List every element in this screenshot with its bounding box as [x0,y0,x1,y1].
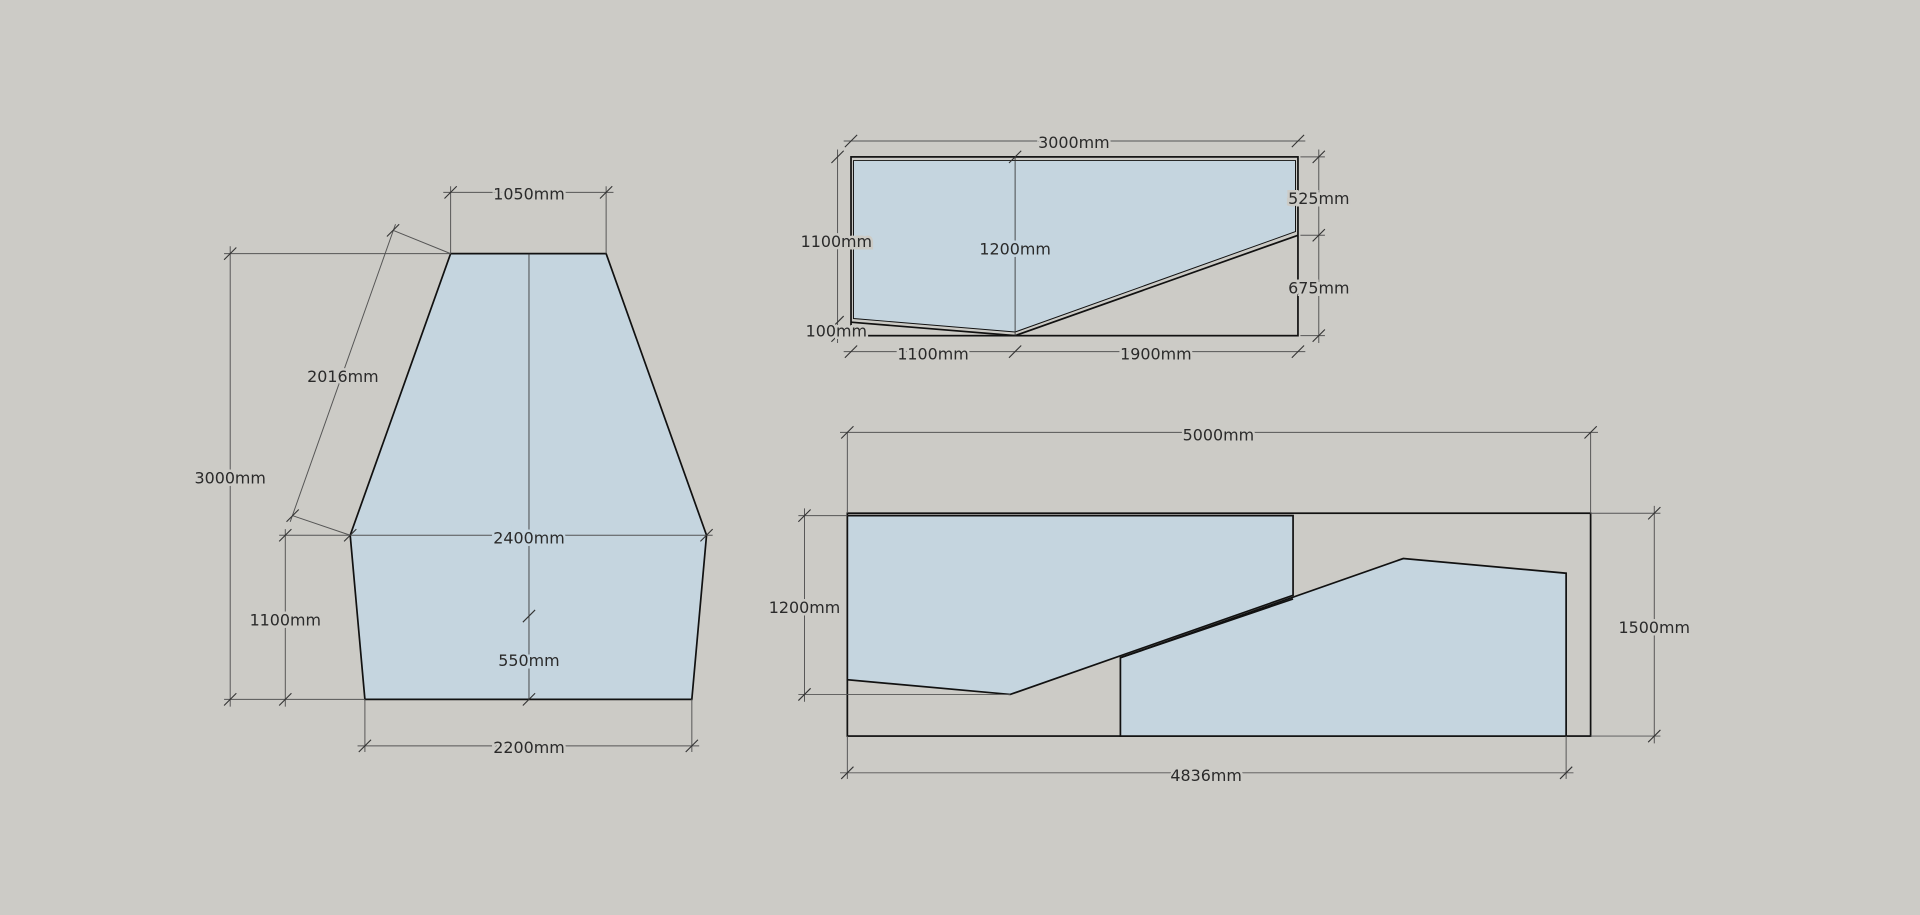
dim-side-left-height: 1100mm 100mm [798,149,875,344]
svg-text:3000mm: 3000mm [1038,133,1109,152]
dim-side-width: 3000mm [843,130,1306,154]
dim-top-width: 1050mm [443,182,614,254]
side-panel[interactable] [852,160,1297,333]
dim-side-center-height: 1200mm [977,150,1053,261]
dim-bottom-width: 2200mm [357,699,700,759]
dim-mid-drop: 550mm [496,609,562,707]
front-panel[interactable] [349,252,708,701]
svg-text:1200mm: 1200mm [769,598,840,617]
dim-plan-width: 5000mm [840,423,1598,514]
svg-text:3000mm: 3000mm [194,468,265,487]
plan-view[interactable]: 5000mm 1200mm 1500mm 4836mm [766,423,1692,787]
dim-plan-panel-width: 4836mm [840,736,1574,787]
svg-text:1100mm: 1100mm [801,232,872,251]
svg-text:5000mm: 5000mm [1183,426,1254,445]
plan-panel-left[interactable] [846,514,1294,696]
svg-text:1050mm: 1050mm [493,184,564,203]
svg-text:1900mm: 1900mm [1120,345,1191,364]
svg-text:2400mm: 2400mm [493,528,564,547]
dim-side-right: 525mm 675mm [1286,149,1352,344]
dim-side-spans: 1100mm 1900mm [843,342,1306,366]
plan-panel-right[interactable] [1119,557,1567,737]
svg-text:1100mm: 1100mm [250,610,321,629]
dim-plan-depth: 1500mm [1590,505,1692,744]
svg-text:1500mm: 1500mm [1619,618,1690,637]
dim-max-width: 2400mm [279,526,714,550]
dim-total-height: 3000mm [192,246,451,707]
dim-slant-length: 2016mm [285,223,451,536]
svg-text:525mm: 525mm [1288,189,1349,208]
svg-text:4836mm: 4836mm [1170,766,1241,785]
dim-lower-height: 1100mm [247,528,323,707]
svg-text:675mm: 675mm [1288,279,1349,298]
svg-text:550mm: 550mm [498,651,559,670]
front-view[interactable]: 1050mm 2016mm 3000mm 2400mm 1100mm 550mm… [192,182,714,759]
side-view[interactable]: 3000mm 1100mm 100mm 1200mm 525mm 675mm 1… [798,130,1352,366]
svg-text:1200mm: 1200mm [979,239,1050,258]
svg-text:2016mm: 2016mm [307,367,378,386]
svg-text:1100mm: 1100mm [897,345,968,364]
svg-text:2200mm: 2200mm [493,738,564,757]
svg-text:100mm: 100mm [806,321,867,340]
dim-plan-left-height: 1200mm [766,508,1011,702]
